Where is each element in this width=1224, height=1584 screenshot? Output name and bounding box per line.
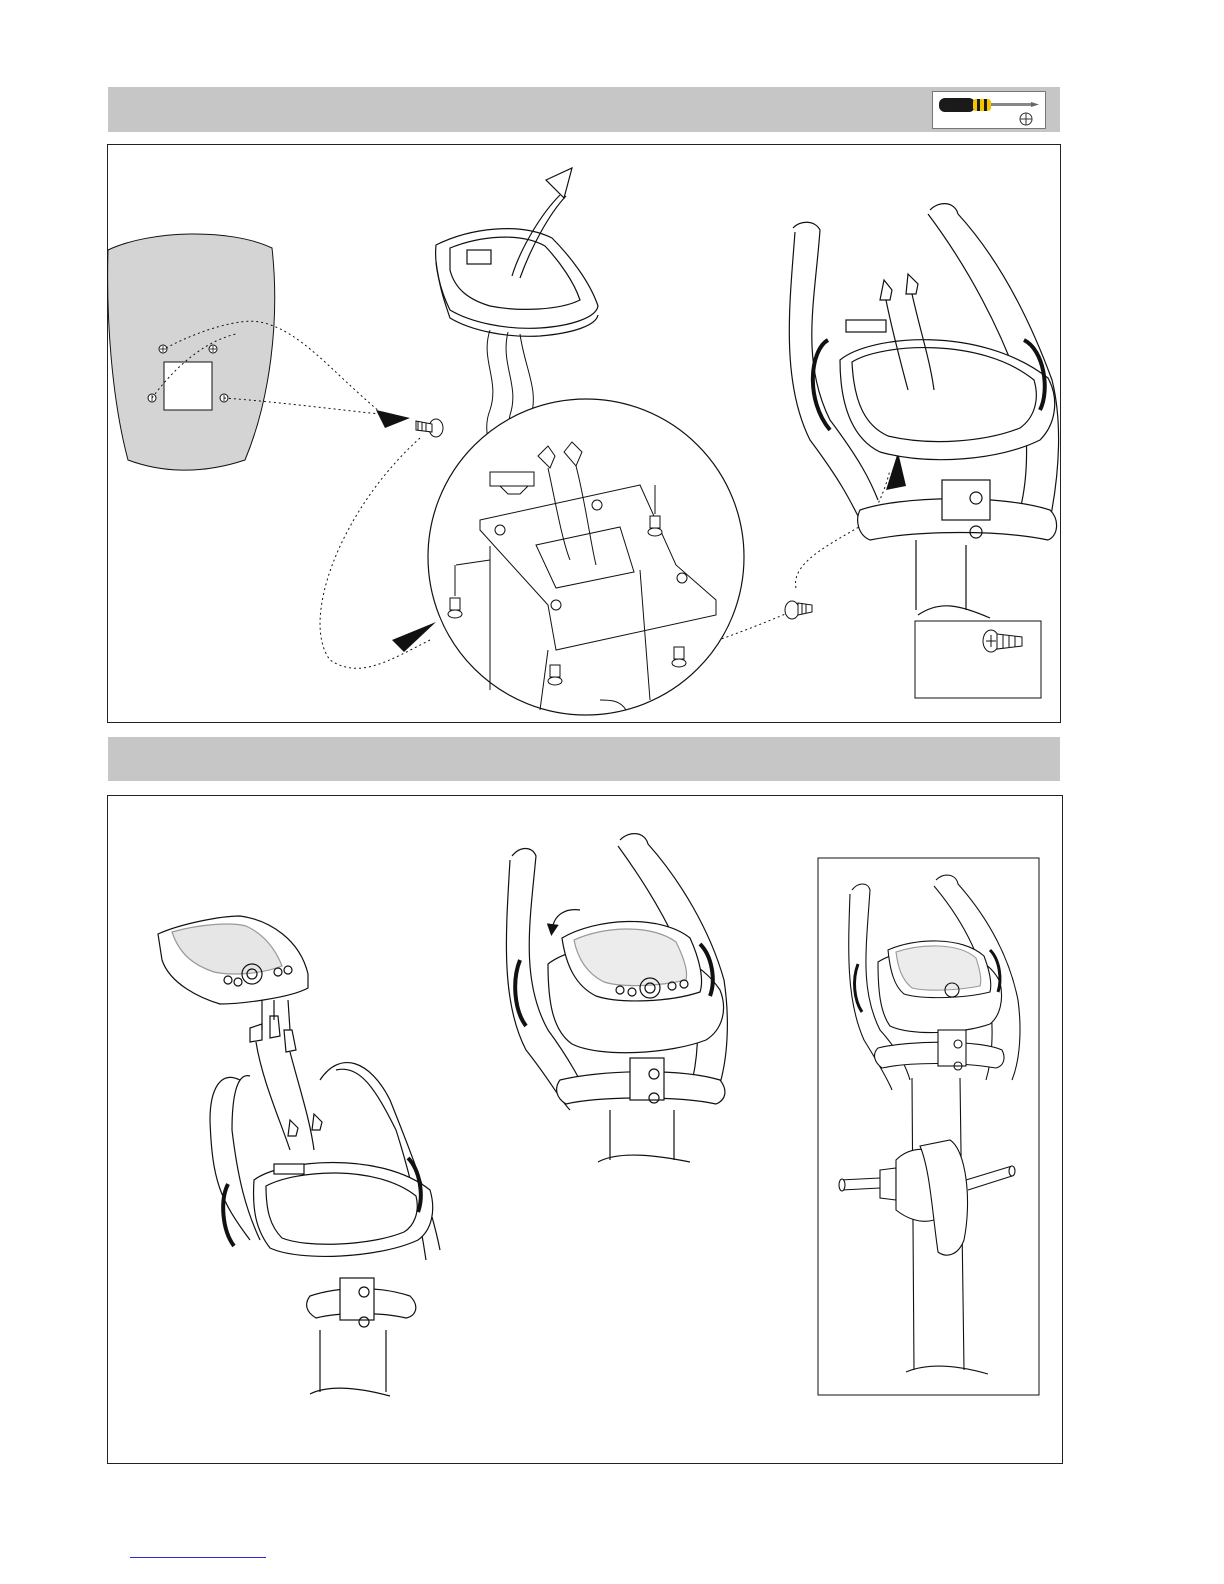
console-bracket-zoom xyxy=(428,399,744,715)
arrow-icon xyxy=(376,410,410,428)
console-installed xyxy=(506,834,727,1162)
arrow-icon xyxy=(392,622,436,652)
assembled-view xyxy=(818,858,1039,1395)
handlebar-console-mount xyxy=(789,204,1058,618)
footer-link-underline xyxy=(130,1557,266,1558)
console-back-cover xyxy=(108,234,275,470)
console-back-shell xyxy=(436,168,598,336)
arrow-icon xyxy=(886,452,906,490)
phillips-screw-icon xyxy=(785,601,812,619)
screw-detail-box xyxy=(915,621,1041,698)
phillips-screw-icon xyxy=(416,419,443,437)
console-wiring xyxy=(158,916,440,1396)
